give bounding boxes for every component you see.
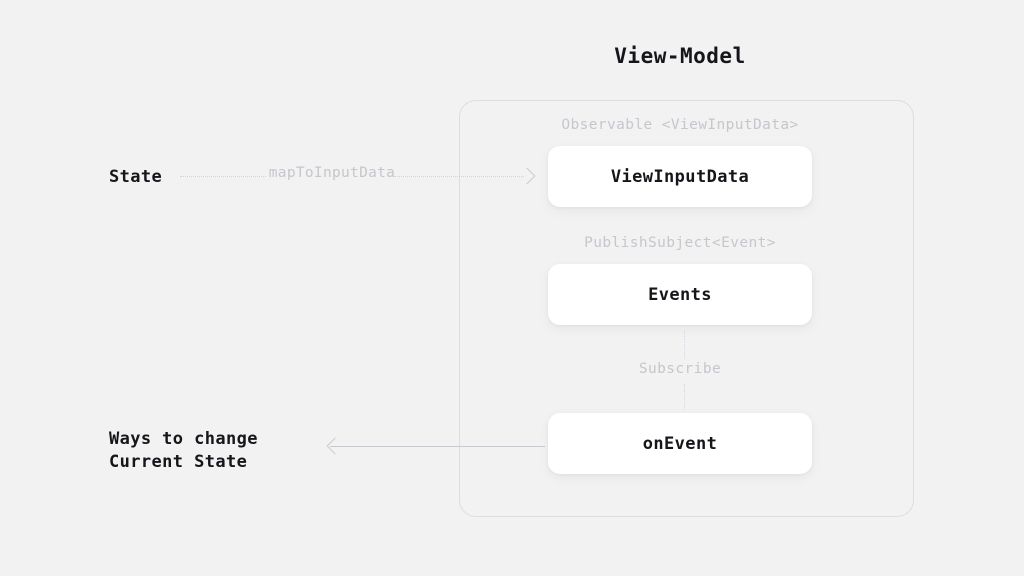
node-card-viewinputdata-label: ViewInputData <box>610 166 750 187</box>
page-title: View-Model <box>614 44 746 68</box>
label-ways-to-change-current-state: Ways to change Current State <box>109 429 258 472</box>
view-model-container <box>459 100 914 517</box>
arrow-left-icon <box>326 437 344 455</box>
map-connector-left-dots <box>180 176 266 177</box>
node-card-events[interactable]: Events <box>548 264 812 325</box>
map-to-input-data-connector: mapToInputData <box>180 165 532 181</box>
onevent-output-connector-line <box>330 446 545 447</box>
map-connector-right-dots <box>394 176 524 177</box>
map-connector-label: mapToInputData <box>268 165 396 181</box>
subscribe-connector-lower-dots <box>684 384 685 410</box>
node-card-onevent[interactable]: onEvent <box>548 413 812 474</box>
node-card-events-label: Events <box>648 284 712 305</box>
caption-publishsubject-event: PublishSubject<Event> <box>584 235 776 251</box>
subscribe-connector-upper-dots <box>684 331 685 359</box>
node-card-viewinputdata[interactable]: ViewInputData <box>548 146 812 207</box>
caption-observable-viewinputdata: Observable <ViewInputData> <box>561 117 799 133</box>
node-card-onevent-label: onEvent <box>642 433 718 454</box>
label-state: State <box>109 167 163 187</box>
subscribe-connector-label: Subscribe <box>638 361 722 377</box>
